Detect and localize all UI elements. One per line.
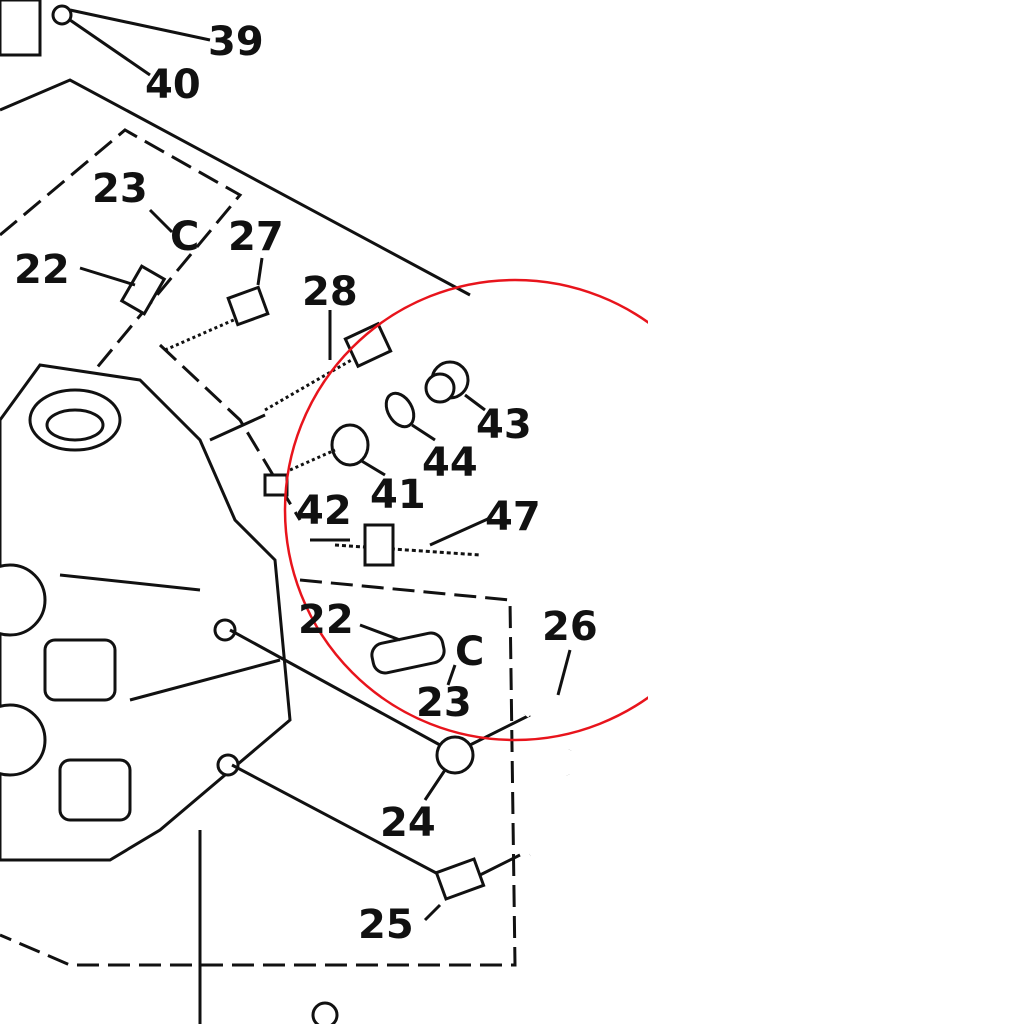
callout-23: 23 [92,166,148,212]
cylinder-head [0,363,292,862]
callout-22-lower: 22 [298,597,354,643]
hose-26 [521,649,578,859]
fitting-24 [229,628,531,801]
assembly-outline [0,78,517,1024]
callout-22: 22 [14,247,70,293]
bolt-28 [209,310,393,442]
callout-41: 41 [370,472,426,518]
dowel-22-top: C [79,208,199,316]
callout-39: 39 [208,19,264,65]
callout-26: 26 [542,604,598,650]
callout-23-lower: 23 [416,680,472,726]
svg-text:C: C [170,214,199,260]
callout-43: 43 [476,402,532,448]
callout-42: 42 [296,488,352,534]
callout-44: 44 [422,440,478,486]
dowel-22-lower: C [359,623,484,686]
highlight-circle [283,278,648,742]
gasket-42 [263,473,289,497]
callout-24: 24 [380,800,436,846]
bolt-27 [164,257,270,352]
thermostat-41 [289,423,386,477]
callout-47: 47 [485,494,541,540]
callout-40: 40 [145,62,201,108]
sensor-47 [310,516,491,567]
callout-labels: 39 40 23 27 22 28 43 44 41 42 47 22 26 2… [14,19,598,948]
bottom-fragment [311,1001,339,1024]
cap-43 [424,360,486,412]
o-ring-44 [384,391,436,442]
fitting-25 [231,763,521,922]
callout-25: 25 [358,902,414,948]
callout-27: 27 [228,214,284,260]
top-part-fragment [0,0,211,77]
callout-28: 28 [302,269,358,315]
svg-text:C: C [455,629,484,675]
